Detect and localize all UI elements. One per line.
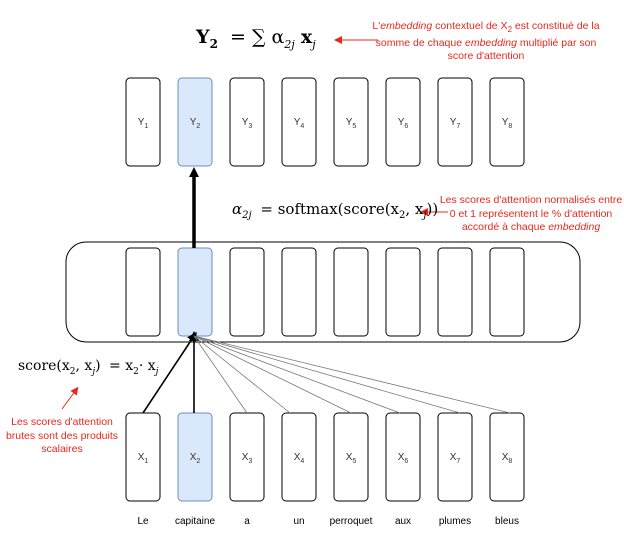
input-cell	[281, 412, 317, 502]
left-note-arrow	[61, 386, 79, 410]
output-label: Y1	[138, 117, 149, 130]
output-cell	[489, 77, 525, 167]
score-lhs-sub1: 2	[69, 366, 76, 377]
alpha-symbol-sub: 2j	[242, 210, 252, 221]
left-note: Les scores d'attention brutes sont des p…	[2, 416, 122, 457]
token-word: un	[293, 516, 305, 527]
top-note-line2-em: embedding	[464, 36, 517, 49]
left-note-line1: Les scores d'attention	[11, 416, 113, 428]
score-formula: score(x2, xj) = x2· xj	[18, 358, 158, 377]
output-label: Y7	[450, 117, 461, 130]
alpha-mid: , x	[405, 200, 424, 218]
input-label: X6	[398, 452, 409, 465]
score-line	[193, 335, 511, 414]
mid-note-line3-em: embedding	[548, 221, 601, 233]
score-lhs: score(x	[18, 358, 70, 374]
alpha-softmax: = softmax(score(x	[260, 200, 400, 218]
left-note-line3: scalaires	[41, 443, 83, 455]
attention-cell	[229, 247, 265, 337]
input-cell	[385, 412, 421, 502]
input-cell	[489, 412, 525, 502]
input-cell	[177, 412, 213, 502]
y2-formula: Y2 = ∑ α2j xj	[196, 26, 316, 51]
y2-sum-sub: 2j	[284, 37, 295, 51]
attention-cell	[281, 247, 317, 337]
attention-cell	[125, 247, 161, 337]
alpha-formula: α2j = softmax(score(x2, xj))	[232, 200, 438, 221]
input-label: X4	[294, 452, 305, 465]
mid-note-line1: Les scores d'attention normalisés entre	[439, 194, 623, 206]
token-word: aux	[394, 516, 412, 527]
score-lhs-end: )	[95, 358, 101, 374]
output-cell	[437, 77, 473, 167]
mid-note-line2: 0 et 1 représentent le % d'attention	[449, 207, 613, 220]
top-note: L'embedding contextuel de X2 est constit…	[372, 20, 600, 64]
score-lhs-sub2: j	[92, 366, 96, 377]
input-cell	[437, 412, 473, 502]
output-label: Y8	[502, 117, 513, 130]
token-word: bleus	[495, 516, 519, 527]
y2-x-sub: j	[312, 37, 316, 51]
top-note-line1-end: est constitué de la	[512, 20, 600, 32]
alpha-sub1: 2	[399, 210, 406, 221]
y2-x: x	[300, 26, 313, 48]
input-label: X5	[346, 452, 357, 465]
score-line	[193, 335, 291, 414]
output-cell	[333, 77, 369, 167]
top-note-pre: L'	[372, 20, 381, 32]
attention-cell	[333, 247, 369, 337]
top-note-line2-pre: somme de chaque	[375, 36, 465, 49]
output-label: Y4	[294, 117, 305, 130]
score-line	[193, 335, 401, 414]
output-label: Y6	[398, 117, 409, 130]
attention-cell	[177, 247, 213, 337]
score-lhs-mid: , x	[75, 358, 93, 374]
top-note-line3: score d'attention	[447, 50, 525, 63]
token-word: capitaine	[174, 516, 216, 527]
score-rhs: = x	[109, 358, 134, 374]
input-label: X3	[242, 452, 253, 465]
output-label: Y3	[242, 117, 253, 130]
score-line	[193, 335, 461, 414]
y2-symbol-sub: 2	[209, 36, 218, 51]
score-line	[193, 335, 248, 414]
attention-cell	[489, 247, 525, 337]
output-cell	[229, 77, 265, 167]
y2-symbol: Y	[196, 26, 210, 48]
score-rhs-sub2: j	[155, 366, 159, 377]
input-label: X7	[450, 452, 461, 465]
output-cell	[281, 77, 317, 167]
score-line	[193, 335, 352, 414]
output-cell	[385, 77, 421, 167]
top-note-sub: 2	[507, 25, 513, 35]
score-rhs-mid: · x	[138, 358, 156, 374]
top-note-em: embedding	[380, 20, 433, 32]
output-label: Y2	[190, 117, 201, 130]
input-label: X8	[502, 452, 513, 465]
score-line	[142, 331, 197, 414]
mid-note-line3-pre: accordé à chaque	[461, 221, 549, 233]
output-cell	[177, 77, 213, 167]
attention-cell	[385, 247, 421, 337]
mid-note: Les scores d'attention normalisés entre …	[438, 194, 624, 235]
left-note-line2: brutes sont des produits	[5, 429, 119, 442]
output-label: Y5	[346, 117, 357, 130]
score-rhs-sub1: 2	[133, 366, 139, 377]
top-note-mid: contextuel de X	[432, 20, 508, 32]
input-label: X1	[138, 452, 149, 465]
alpha-sub2: j	[423, 210, 427, 221]
top-note-line2-end: multiplié par son	[516, 36, 597, 49]
input-label: X2	[190, 452, 201, 465]
alpha-symbol: α	[232, 200, 243, 218]
token-word: a	[244, 516, 250, 527]
token-word: plumes	[438, 516, 472, 527]
alpha-end: ))	[426, 200, 439, 218]
token-word: Le	[137, 516, 149, 527]
y2-sum: = ∑ α	[229, 26, 285, 48]
output-cell	[125, 77, 161, 167]
token-word: perroquet	[329, 516, 373, 527]
attention-cell	[437, 247, 473, 337]
